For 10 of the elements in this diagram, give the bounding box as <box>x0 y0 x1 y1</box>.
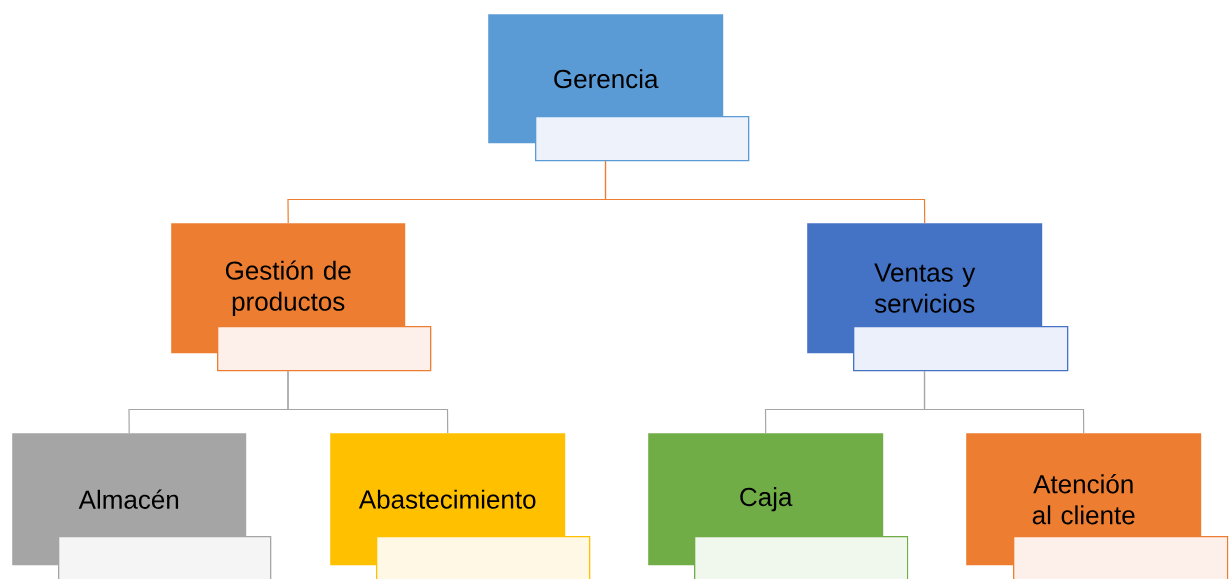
text-placeholder-box <box>853 326 1069 372</box>
connector-line <box>287 370 449 434</box>
connector-line <box>923 370 1085 434</box>
text-placeholder-box <box>535 116 750 162</box>
text-placeholder-box <box>694 536 909 579</box>
text-placeholder-box <box>58 536 272 579</box>
text-placeholder-box <box>1013 536 1229 579</box>
text-placeholder-box <box>376 536 591 579</box>
connector-line <box>604 160 926 224</box>
text-placeholder-box <box>217 326 432 372</box>
